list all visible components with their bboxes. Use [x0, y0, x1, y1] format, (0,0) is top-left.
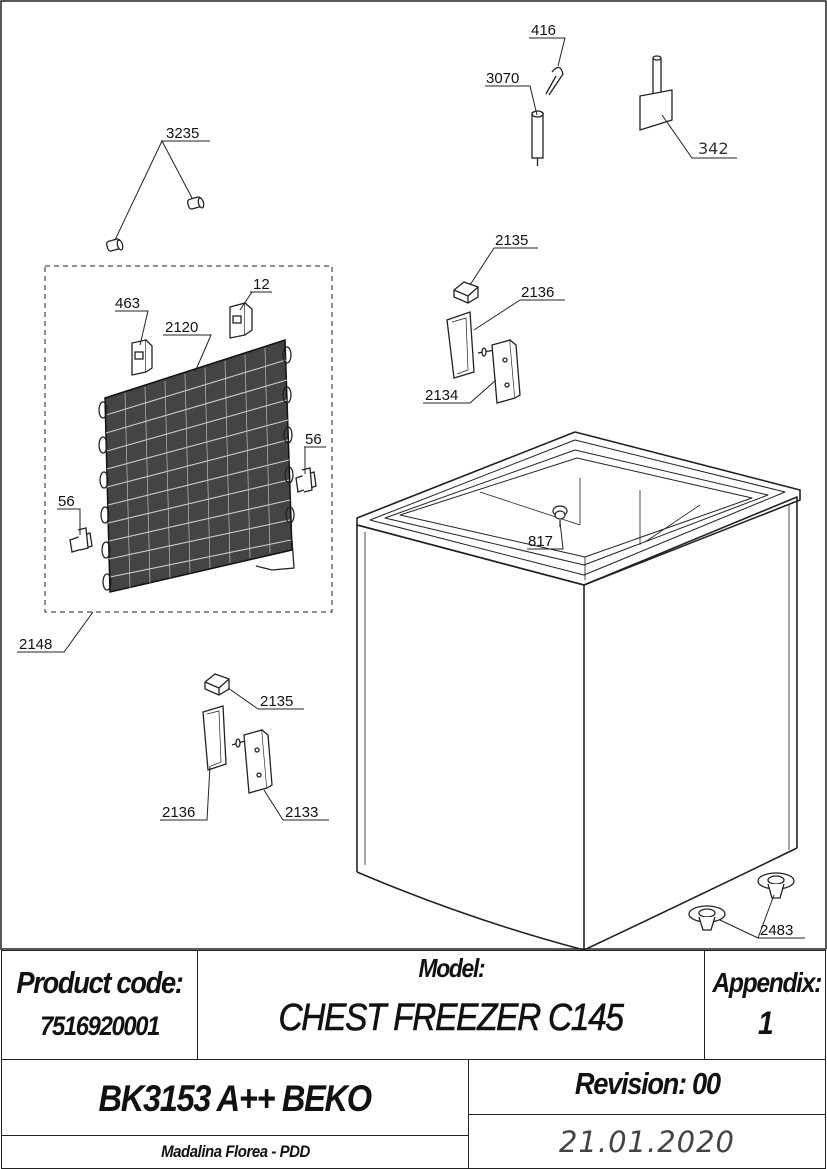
model-cell: Model: CHEST FREEZER C145	[197, 950, 705, 1060]
hinge-plate-part-2136-lower	[202, 705, 227, 771]
part-label-463: 463	[115, 295, 140, 312]
part-label-2135-lower: 2135	[260, 693, 293, 710]
leader-lines	[17, 37, 805, 939]
hinge-cover-part-2135-upper	[453, 281, 479, 304]
hinge-part-2133	[231, 729, 273, 794]
part-label-342: 342	[698, 139, 729, 158]
product-name: BK3153 A++ BEKO	[98, 1078, 372, 1119]
condenser-part-2120	[98, 338, 295, 593]
model-name: CHEST FREEZER C145	[278, 997, 625, 1040]
clip-part-56-left	[69, 527, 93, 553]
part-label-2483: 2483	[760, 922, 793, 939]
revision-cell: Revision: 00	[468, 1059, 826, 1115]
part-label-2134: 2134	[425, 387, 458, 404]
date-cell: 21.01.2020	[468, 1114, 826, 1169]
appendix-value: 1	[757, 1005, 774, 1041]
hinge-cover-part-2135-lower	[204, 673, 230, 696]
revision-text: Revision: 00	[574, 1066, 721, 1101]
part-label-56-right: 56	[305, 431, 322, 448]
title-block: Product code: 7516920001 Model: CHEST FR…	[0, 950, 827, 1169]
exploded-parts-drawing: 416 3070 342 3235 12 463 2120 56 56 2148…	[0, 0, 827, 950]
part-label-416: 416	[531, 22, 556, 39]
part-label-3235: 3235	[166, 125, 199, 142]
part-label-2120: 2120	[165, 319, 198, 336]
model-label: Model:	[418, 953, 485, 983]
condenser-group-outline	[44, 265, 333, 613]
bracket-part-12	[229, 302, 253, 339]
part-label-2135-upper: 2135	[495, 232, 528, 249]
part-label-817: 817	[528, 533, 553, 550]
freezer-cabinet	[356, 431, 801, 950]
bracket-part-463	[131, 339, 153, 376]
part-label-2136-lower: 2136	[162, 804, 195, 821]
leveling-foot-parts	[688, 872, 795, 931]
appendix-cell: Appendix: 1	[704, 950, 826, 1060]
part-label-56-left: 56	[58, 493, 75, 510]
clip-part-56-right	[295, 467, 317, 493]
drain-plug-part	[552, 505, 568, 527]
author-cell: Madalina Florea - PDD	[1, 1135, 469, 1169]
sleeve-part-3070	[531, 110, 544, 166]
cap-parts-3235	[105, 196, 205, 252]
hinge-part-2134	[477, 339, 521, 404]
revision-date: 21.01.2020	[558, 1125, 736, 1159]
part-label-3070: 3070	[486, 70, 519, 87]
product-name-cell: BK3153 A++ BEKO	[1, 1059, 469, 1136]
pin-part-416	[545, 66, 564, 96]
part-label-2148: 2148	[19, 636, 52, 653]
part-label-2133: 2133	[285, 804, 318, 821]
product-code-label: Product code:	[16, 965, 184, 1000]
part-label-12: 12	[253, 276, 270, 293]
author-name: Madalina Florea - PDD	[160, 1142, 310, 1161]
appendix-label: Appendix:	[712, 967, 822, 998]
scraper-part-342	[639, 55, 673, 131]
part-label-2136-upper: 2136	[521, 284, 554, 301]
product-code-cell: Product code: 7516920001	[1, 950, 198, 1060]
product-code-value: 7516920001	[40, 1011, 160, 1041]
hinge-plate-part-2136-upper	[446, 311, 475, 379]
